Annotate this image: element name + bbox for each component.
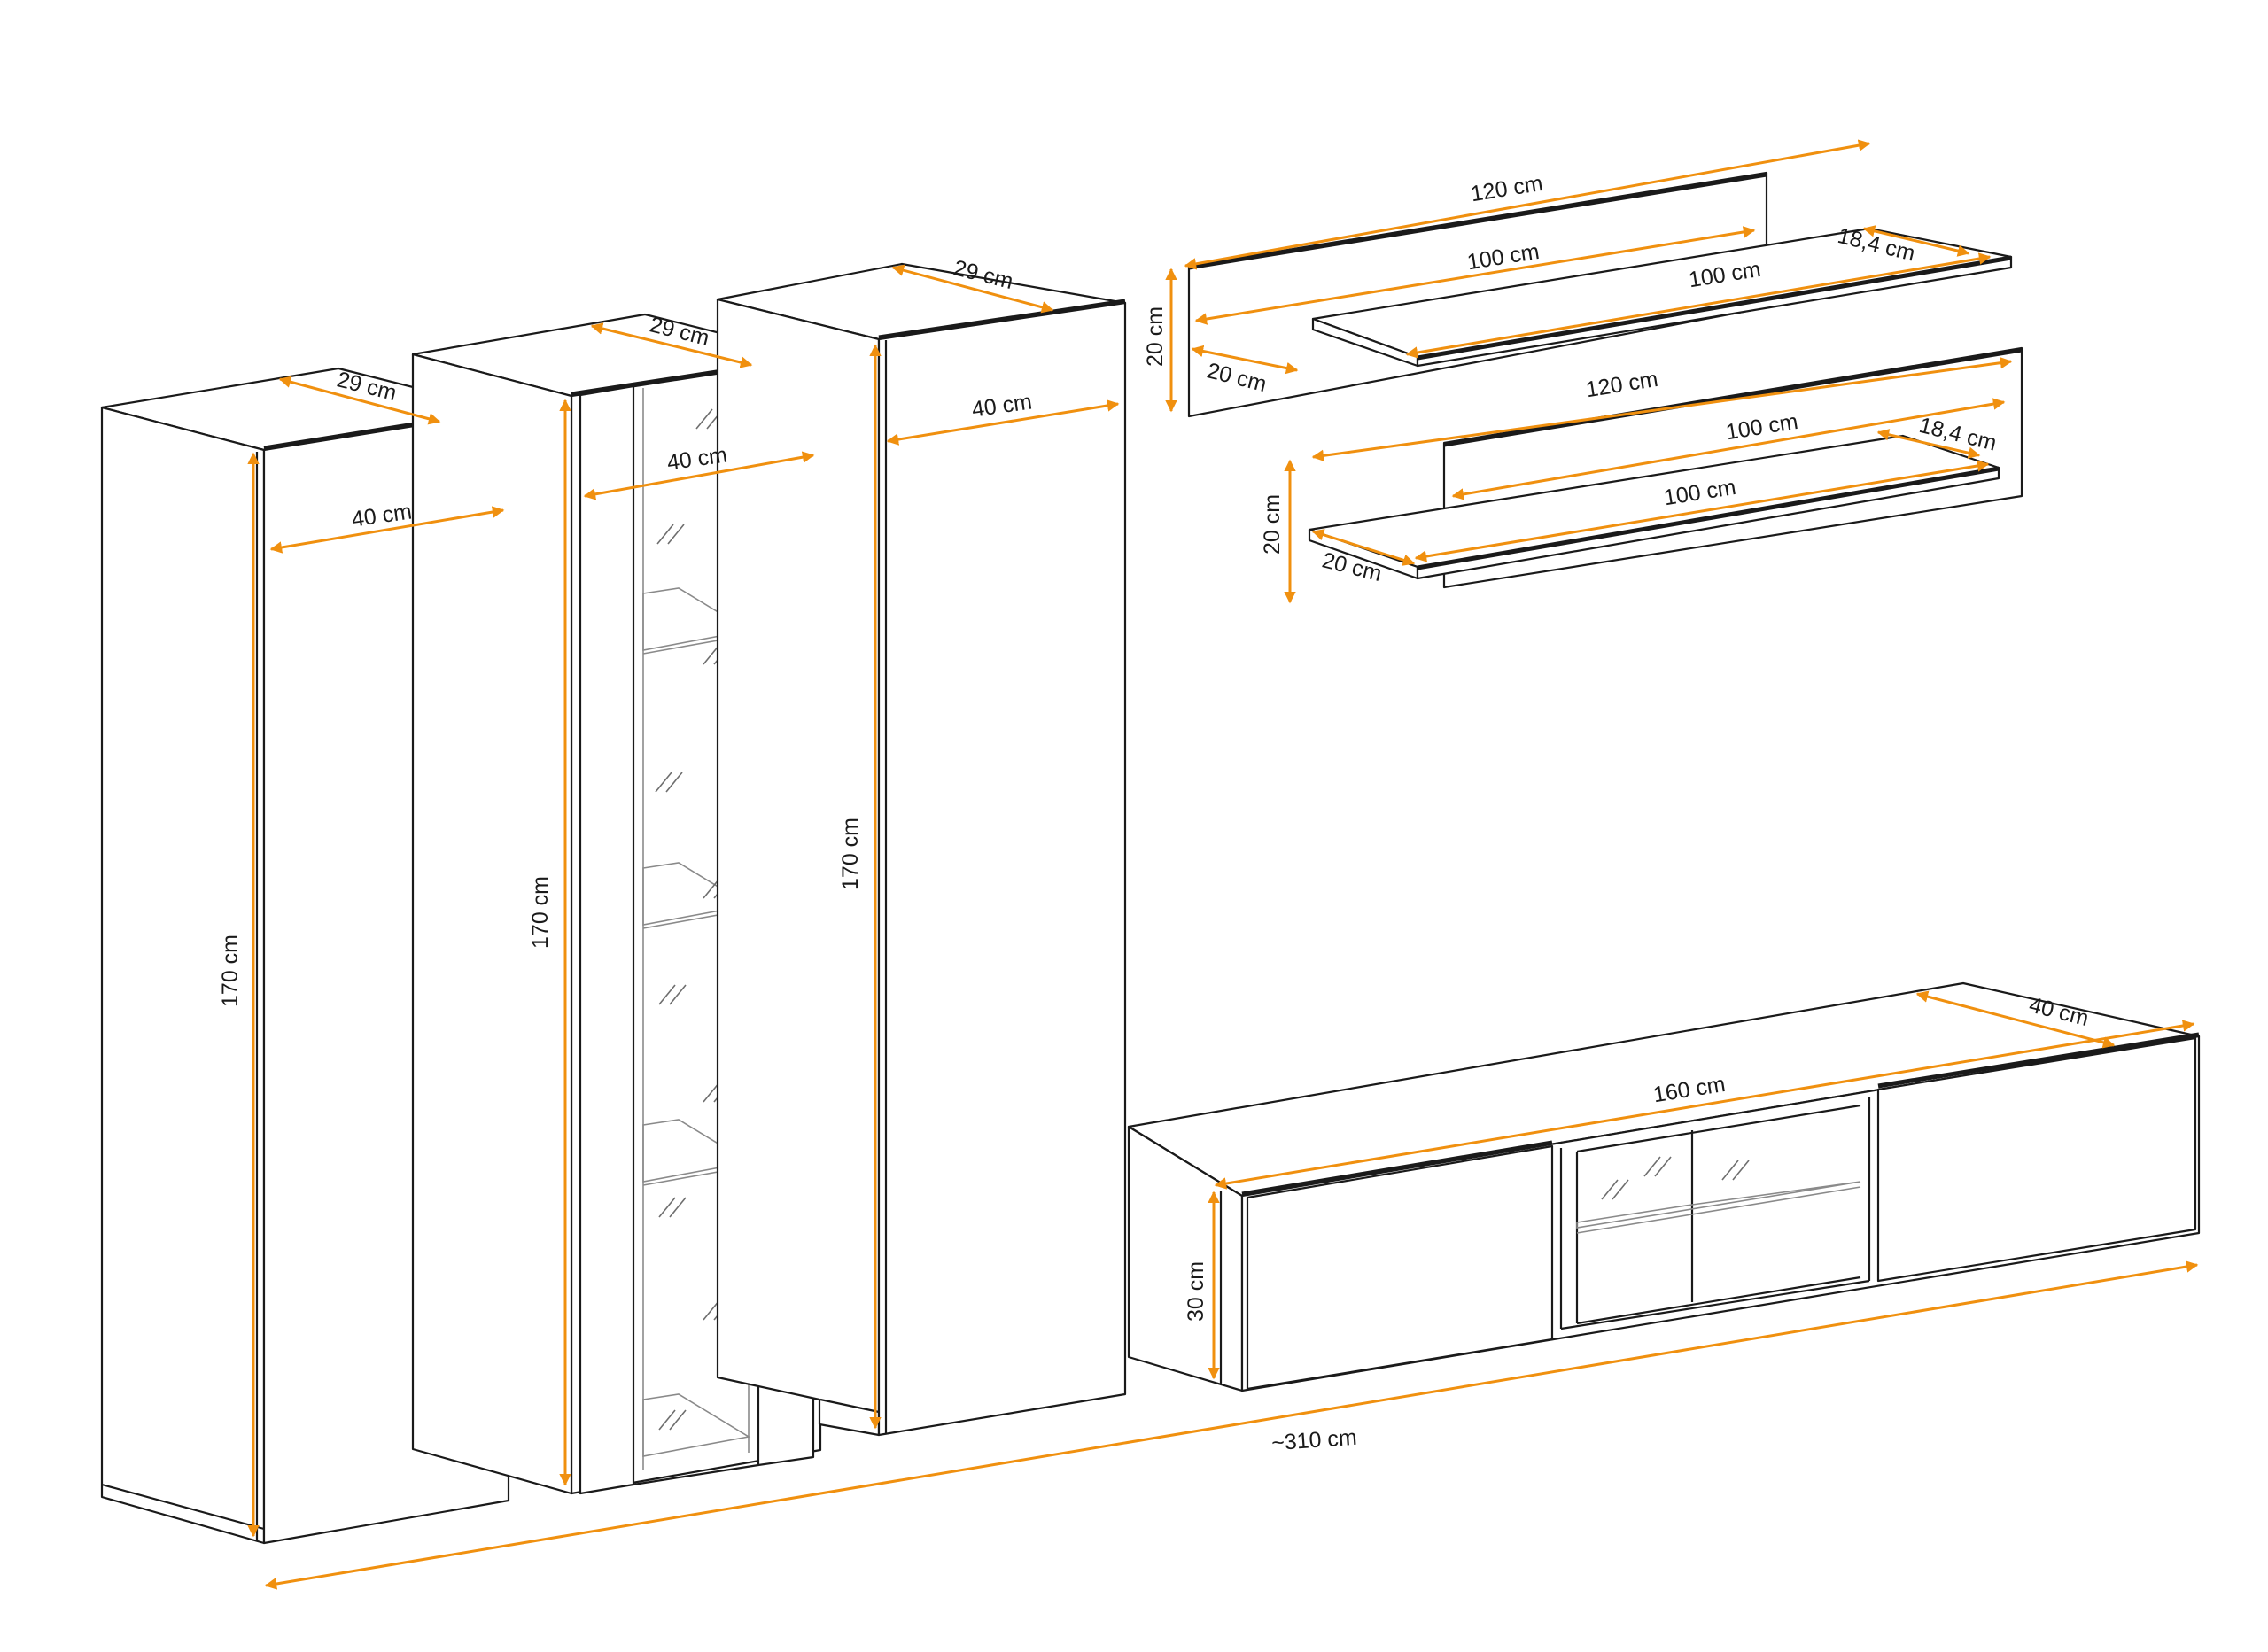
cab3-width-dim — [886, 399, 1120, 446]
glass-reflection-mark — [695, 408, 713, 430]
cab3-depth-dim — [891, 264, 1054, 314]
shelf1-board-length-dim — [1405, 252, 1992, 359]
shelf2-board-length-dim — [1414, 460, 1990, 562]
glass-reflection-mark — [669, 1197, 687, 1218]
cab2-depth-dim — [590, 322, 753, 368]
total-length-label: ~310 cm — [1270, 1425, 1357, 1456]
dimension-lines — [247, 139, 2199, 1590]
glass-reflection-mark — [655, 772, 672, 793]
glass-reflection-mark — [658, 1197, 676, 1218]
glass-reflection-mark — [656, 524, 674, 545]
cab3-height-label: 170 cm — [838, 818, 863, 890]
cabinet-3 — [716, 262, 1127, 1437]
wall-shelf-2 — [1308, 346, 2023, 589]
glass-reflection-mark — [665, 772, 683, 793]
cab2-width-dim — [583, 451, 815, 500]
shelf2-side-dim — [1311, 529, 1416, 566]
cabinet-2-door-left-frame — [579, 384, 635, 1495]
glass-reflection-mark — [658, 984, 676, 1005]
tv-stand — [1127, 981, 2201, 1392]
shelf2-height-label: 20 cm — [1260, 494, 1285, 555]
total-length-dim — [264, 1260, 2199, 1590]
shelf1-height-label: 20 cm — [1143, 306, 1168, 367]
cab1-depth-dim — [278, 376, 441, 425]
cab2-height-label: 170 cm — [528, 876, 553, 949]
cab1-width-dim — [269, 506, 505, 554]
shelf2-depth-dim — [1876, 429, 1981, 459]
glass-reflection-mark — [667, 524, 685, 545]
glass-reflection-mark — [669, 984, 687, 1005]
shelf1-side-dim — [1191, 345, 1299, 375]
tv-length-dim — [1214, 1020, 2195, 1190]
shelf1-panel-length-label: 120 cm — [1469, 171, 1544, 206]
tv-height-label: 30 cm — [1184, 1261, 1208, 1322]
cab1-height-label: 170 cm — [218, 935, 243, 1007]
shelf1-depth-dim — [1862, 225, 1970, 257]
cabinet-3-front — [877, 301, 1127, 1437]
shelf2-panel-length-label: 120 cm — [1584, 367, 1659, 402]
